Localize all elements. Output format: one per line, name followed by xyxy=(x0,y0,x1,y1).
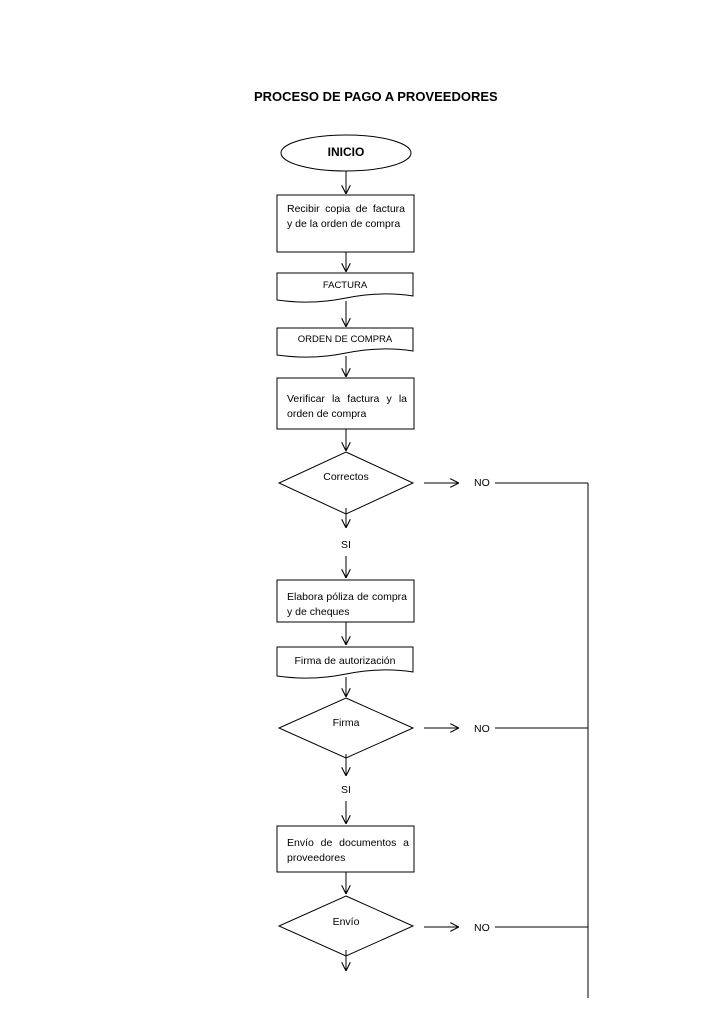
receive-process-label: Recibir copia de factura y de la orden d… xyxy=(287,203,405,230)
send-process-label: Envío de documentos a proveedores xyxy=(287,837,409,864)
send-process-shape xyxy=(276,825,415,873)
start-terminal-label: INICIO xyxy=(327,145,365,159)
no-label-2: NO xyxy=(474,723,490,735)
invoice-document-label: FACTURA xyxy=(322,280,368,291)
decision-send-label: Envío xyxy=(332,916,360,928)
policy-process-shape xyxy=(276,579,415,623)
yes-label-2: SI xyxy=(341,784,351,796)
signature-document-label: Firma de autorización xyxy=(294,655,396,667)
no-label-1: NO xyxy=(474,477,490,489)
invoice-document-shape xyxy=(276,272,414,303)
order-document-label: ORDEN DE COMPRA xyxy=(297,334,393,345)
decision-signature-label: Firma xyxy=(332,717,360,729)
policy-process-label: Elabora póliza de compra y de cheques xyxy=(287,591,407,618)
verify-process-label: Verificar la factura y la orden de compr… xyxy=(287,393,407,420)
no-label-3: NO xyxy=(474,922,490,934)
yes-label-1: SI xyxy=(341,539,351,551)
receive-process-shape xyxy=(276,194,415,253)
page-title: PROCESO DE PAGO A PROVEEDORES xyxy=(254,89,498,104)
decision-correct-label: Correctos xyxy=(323,471,369,483)
signature-document-shape xyxy=(276,646,414,679)
order-document-shape xyxy=(276,327,414,358)
